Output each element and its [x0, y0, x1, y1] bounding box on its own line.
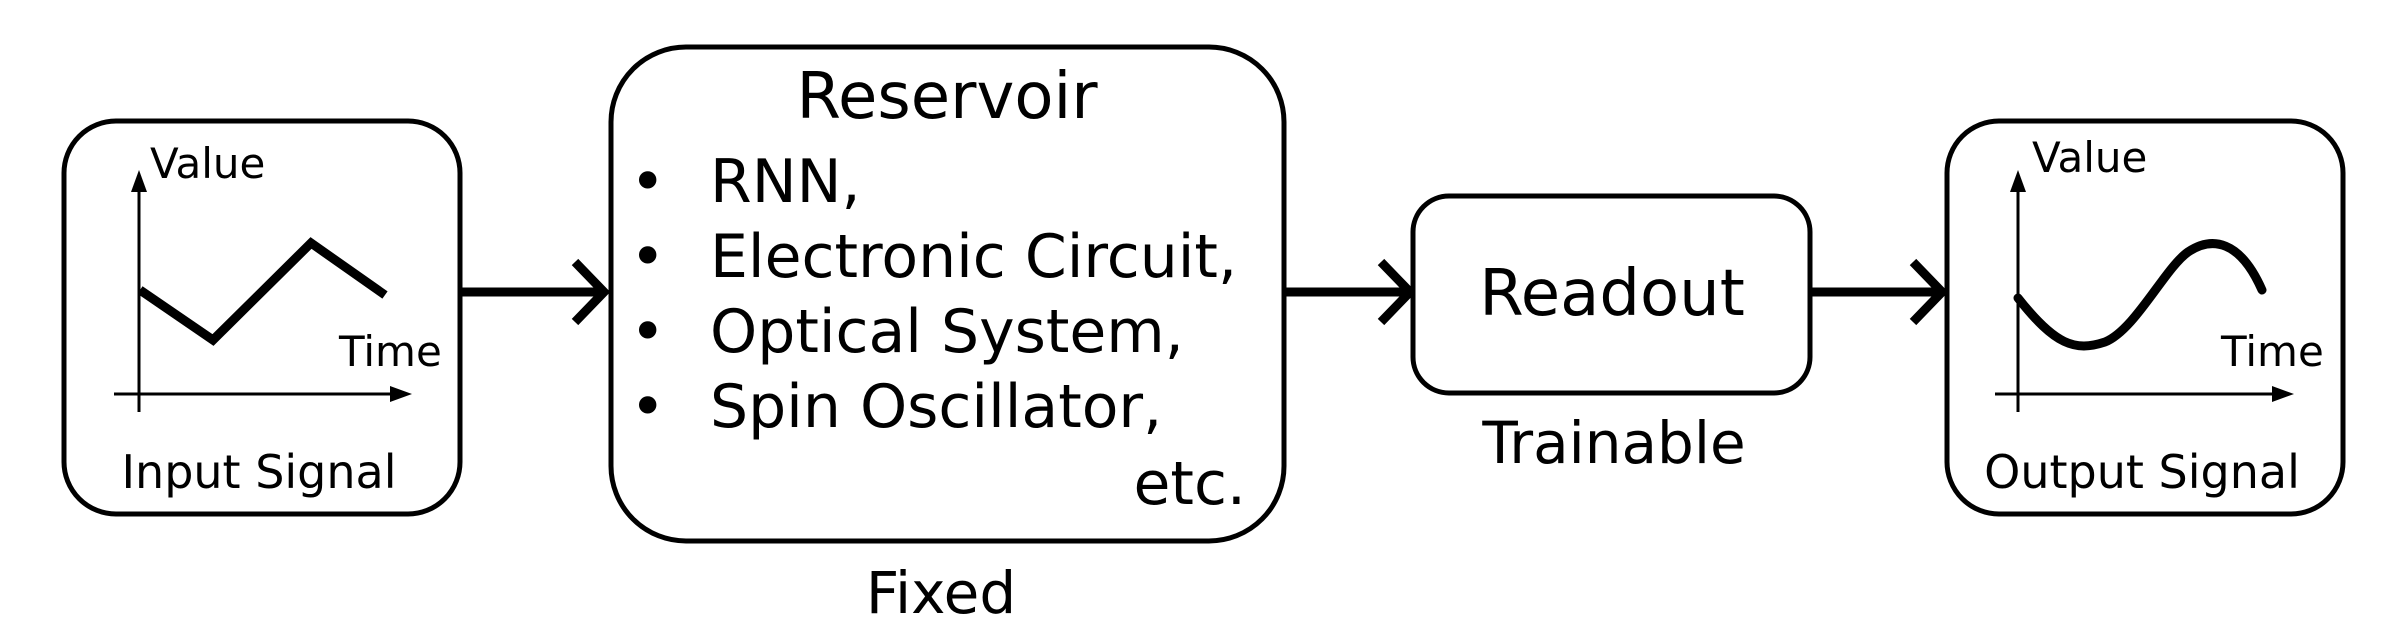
reservoir-item-optical-system: Optical System, — [710, 297, 1184, 367]
reservoir-item-electronic-circuit: Electronic Circuit, — [710, 222, 1237, 292]
reservoir-etc: etc. — [1134, 449, 1247, 519]
arrow-readout-to-output-head — [1909, 258, 1949, 326]
reservoir-bullet-3: • — [630, 297, 665, 367]
output-value-axis-arrowhead — [2010, 170, 2026, 192]
output-value-label: Value — [2032, 133, 2147, 182]
arrow-input-to-reservoir-head — [571, 258, 611, 326]
readout-title: Readout — [1479, 257, 1745, 331]
output-signal-waveform — [2013, 239, 2267, 351]
input-time-label: Time — [338, 327, 442, 376]
input-signal-waveform — [137, 237, 388, 346]
arrow-input-to-reservoir — [460, 258, 611, 326]
output-signal-caption: Output Signal — [1984, 445, 2300, 499]
reservoir-bullet-1: • — [630, 147, 665, 217]
readout-state-label: Trainable — [1481, 409, 1745, 477]
input-signal-caption: Input Signal — [121, 445, 396, 499]
reservoir-bullet-2: • — [630, 222, 665, 292]
arrow-reservoir-to-readout-head — [1377, 258, 1417, 326]
readout-panel: Readout Trainable — [1410, 193, 1813, 477]
reservoir-panel: Reservoir • RNN, • Electronic Circuit, •… — [608, 44, 1287, 627]
output-signal-panel: Value Time Output Signal — [1944, 118, 2346, 517]
input-signal-box — [61, 118, 463, 517]
arrow-reservoir-to-readout — [1284, 258, 1417, 326]
reservoir-item-rnn: RNN, — [710, 147, 861, 217]
input-value-label: Value — [150, 139, 265, 188]
input-value-axis-arrowhead — [131, 170, 147, 192]
reservoir-item-spin-oscillator: Spin Oscillator, — [710, 372, 1162, 442]
reservoir-state-label: Fixed — [866, 559, 1016, 627]
input-time-axis-arrowhead — [390, 386, 412, 402]
reservoir-bullet-4: • — [630, 372, 665, 442]
input-signal-panel: Value Time Input Signal — [61, 118, 463, 517]
output-time-axis-arrowhead — [2272, 386, 2294, 402]
reservoir-title: Reservoir — [796, 60, 1098, 134]
output-signal-box — [1944, 118, 2346, 517]
reservoir-item-list: • RNN, • Electronic Circuit, • Optical S… — [630, 147, 1237, 442]
output-time-label: Time — [2220, 327, 2324, 376]
arrow-readout-to-output — [1810, 258, 1949, 326]
